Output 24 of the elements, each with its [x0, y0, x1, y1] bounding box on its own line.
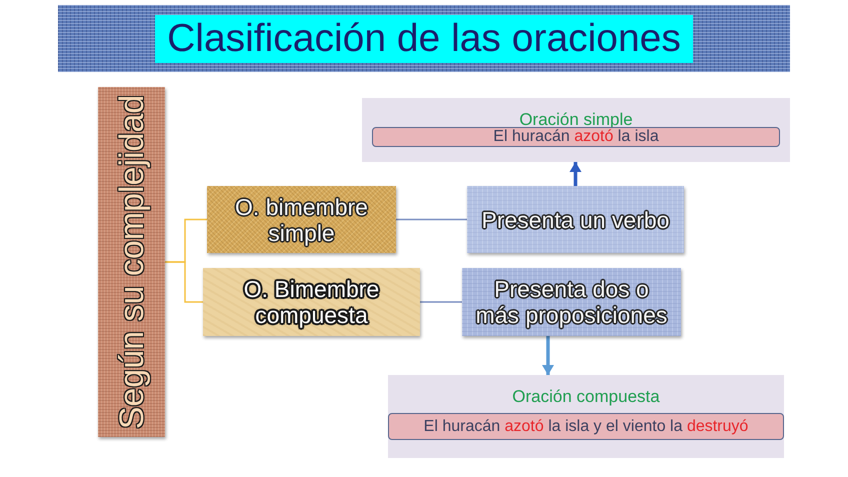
type-box [203, 268, 420, 336]
connector-line [165, 261, 203, 303]
panel-heading: Oración simple [519, 110, 633, 129]
description-box [467, 186, 684, 253]
connector-line [396, 218, 467, 220]
description-label: Presenta un verbo [482, 206, 670, 232]
type-label: O. Bimembre compuesta [242, 276, 380, 328]
arrow [570, 162, 582, 186]
description-label: Presenta dos o más proposiciones [474, 276, 668, 328]
category-box [98, 87, 165, 437]
connector-line [420, 301, 462, 303]
type-box [207, 186, 396, 253]
arrow [542, 336, 554, 375]
example-sentence-box [372, 127, 780, 147]
example-sentence: El huracán azotó la isla y el viento la destruyó [424, 416, 748, 436]
panel-heading: Oración compuesta [512, 387, 660, 406]
description-box [462, 268, 681, 336]
example-sentence: El huracán azotó la isla [493, 127, 659, 147]
title: Clasificación de las oraciones [155, 14, 693, 62]
type-label: O. bimembre simple [234, 194, 369, 246]
category-label: Según su complejidad [114, 94, 150, 430]
example-panel [362, 98, 790, 162]
example-sentence-box [388, 413, 784, 440]
example-panel [388, 375, 784, 458]
